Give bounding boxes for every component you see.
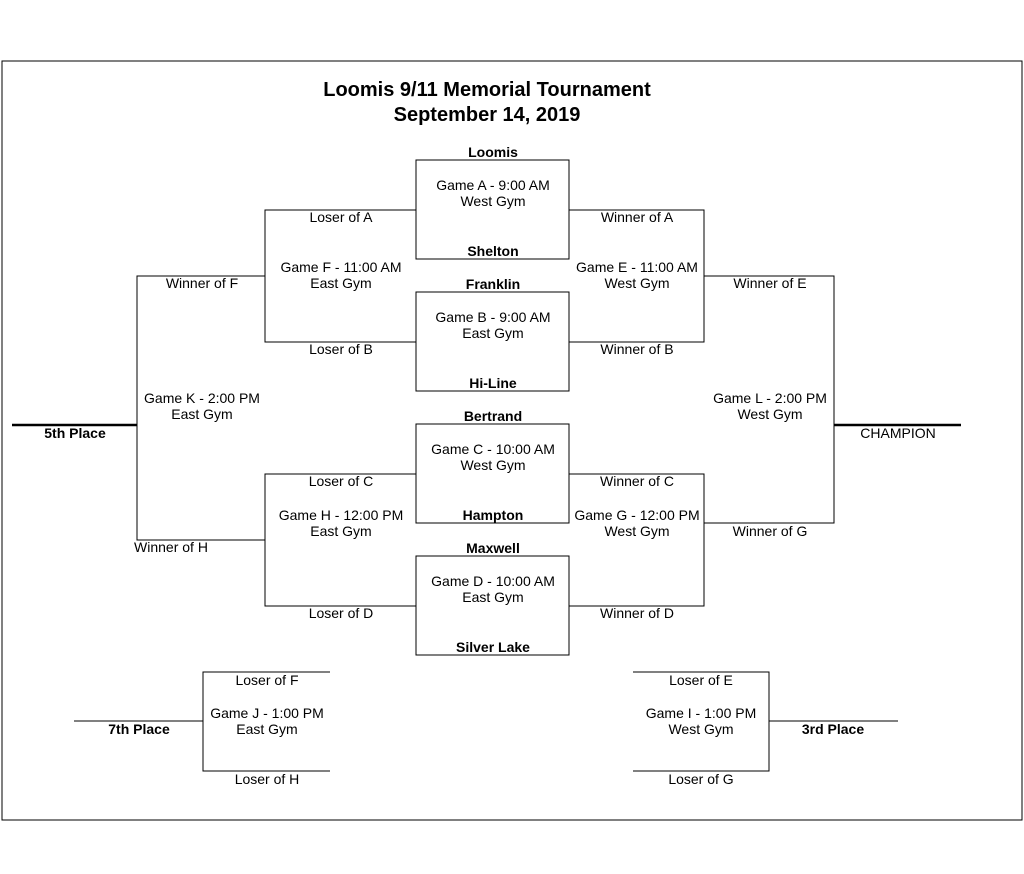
- game-a-gym: West Gym: [460, 193, 526, 209]
- team-hi-line: Hi-Line: [469, 375, 517, 391]
- team-loomis: Loomis: [468, 144, 518, 160]
- slot-loser-g: Loser of G: [668, 771, 734, 787]
- game-g-bracket: [569, 473, 705, 607]
- game-k-time: Game K - 2:00 PM: [144, 390, 260, 406]
- slot-winner-d: Winner of D: [600, 605, 674, 621]
- game-b-time: Game B - 9:00 AM: [435, 309, 551, 325]
- game-c-gym: West Gym: [460, 457, 526, 473]
- slot-loser-h: Loser of H: [234, 771, 300, 787]
- game-g-time: Game G - 12:00 PM: [574, 507, 700, 523]
- fifth-place-label: 5th Place: [44, 425, 106, 441]
- slot-loser-f: Loser of F: [235, 672, 299, 688]
- slot-winner-h: Winner of H: [134, 539, 208, 555]
- game-l-bracket: [704, 275, 835, 524]
- game-h-time: Game H - 12:00 PM: [278, 507, 404, 523]
- team-bertrand: Bertrand: [463, 408, 523, 424]
- slot-winner-a: Winner of A: [600, 209, 674, 225]
- page-subtitle: September 14, 2019: [393, 104, 581, 126]
- game-b-gym: East Gym: [462, 325, 524, 341]
- team-hampton: Hampton: [462, 507, 524, 523]
- slot-winner-b: Winner of B: [600, 341, 674, 357]
- game-d-time: Game D - 10:00 AM: [431, 573, 555, 589]
- slot-loser-b: Loser of B: [309, 341, 373, 357]
- slot-loser-c: Loser of C: [308, 473, 374, 489]
- game-g-gym: West Gym: [604, 523, 670, 539]
- team-franklin: Franklin: [465, 276, 521, 292]
- seventh-place-label: 7th Place: [108, 721, 170, 737]
- game-i-time: Game I - 1:00 PM: [645, 705, 757, 721]
- slot-winner-e: Winner of E: [733, 275, 807, 291]
- game-f-gym: East Gym: [310, 275, 372, 291]
- third-place-label: 3rd Place: [801, 721, 865, 737]
- page-frame: [1, 60, 1023, 821]
- game-e-gym: West Gym: [604, 275, 670, 291]
- page-title: Loomis 9/11 Memorial Tournament: [323, 79, 651, 101]
- game-i-gym: West Gym: [668, 721, 734, 737]
- team-shelton: Shelton: [467, 243, 519, 259]
- slot-loser-a: Loser of A: [309, 209, 373, 225]
- game-l-time: Game L - 2:00 PM: [713, 390, 827, 406]
- game-d-gym: East Gym: [462, 589, 524, 605]
- slot-winner-g: Winner of G: [732, 523, 808, 539]
- game-a-time: Game A - 9:00 AM: [436, 177, 550, 193]
- game-j-time: Game J - 1:00 PM: [210, 705, 324, 721]
- slot-loser-e: Loser of E: [669, 672, 733, 688]
- game-k-gym: East Gym: [171, 406, 233, 422]
- game-f-time: Game F - 11:00 AM: [280, 259, 402, 275]
- team-silver-lake: Silver Lake: [456, 639, 530, 655]
- champion-label: CHAMPION: [860, 425, 936, 441]
- game-h-gym: East Gym: [310, 523, 372, 539]
- game-j-gym: East Gym: [236, 721, 298, 737]
- game-e-time: Game E - 11:00 AM: [576, 259, 698, 275]
- game-h-bracket: [264, 473, 416, 607]
- slot-winner-f: Winner of F: [165, 275, 239, 291]
- team-maxwell: Maxwell: [466, 540, 520, 556]
- slot-loser-d: Loser of D: [308, 605, 374, 621]
- slot-winner-c: Winner of C: [600, 473, 674, 489]
- game-c-time: Game C - 10:00 AM: [431, 441, 555, 457]
- game-k-bracket: [136, 275, 265, 541]
- game-l-gym: West Gym: [737, 406, 803, 422]
